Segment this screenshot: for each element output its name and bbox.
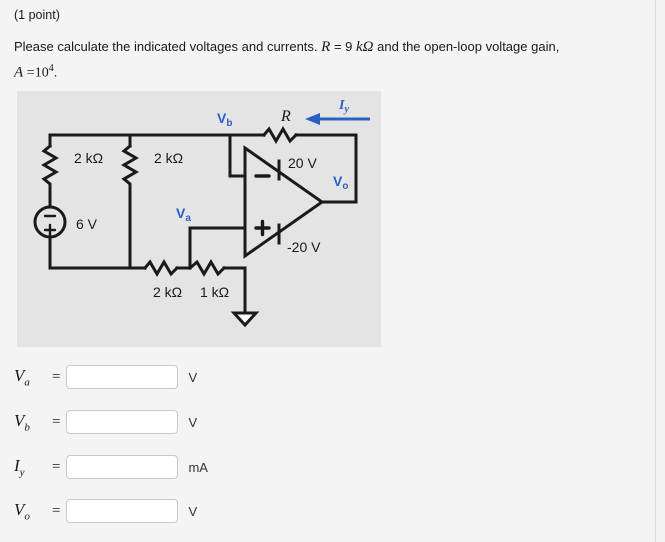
answer-label-iy: Iy (14, 455, 25, 479)
circuit-diagram-panel: 2 kΩ 2 kΩ 2 kΩ 1 kΩ 6 V 20 V -20 V R Vb … (17, 91, 381, 347)
prompt-text-part1: Please calculate the indicated voltages … (14, 39, 318, 54)
circuit-schematic: 2 kΩ 2 kΩ 2 kΩ 1 kΩ 6 V 20 V -20 V R Vb … (33, 98, 370, 328)
resistor-mid-2k-zigzag (121, 143, 139, 193)
prompt-A-symbol: A (14, 64, 24, 81)
resistor-bottom-1k-zigzag (187, 259, 227, 277)
label-current-iy: Iy (338, 98, 349, 115)
source-plus-icon (43, 223, 57, 237)
label-node-vo: Vo (333, 173, 348, 192)
prompt-A-equals: = (26, 65, 35, 81)
current-arrow-iy-icon (305, 113, 370, 125)
prompt-text-part2: and the open-loop voltage gain, (377, 39, 560, 54)
question-prompt: Please calculate the indicated voltages … (14, 36, 639, 83)
prompt-R-symbol: R (321, 39, 331, 55)
answer-input-vo[interactable] (66, 499, 179, 523)
answer-row-vo: Vo = V (14, 498, 197, 524)
label-resistor-mid-2k: 2 kΩ (154, 150, 183, 166)
label-resistor-bottom-1k: 1 kΩ (200, 284, 229, 300)
prompt-A-base: 10 (34, 65, 49, 81)
prompt-A-exponent: 4 (48, 63, 54, 74)
points-label: (1 point) (14, 8, 60, 22)
answer-unit-va: V (188, 369, 198, 385)
answer-input-vb[interactable] (66, 410, 179, 434)
answer-label-va: Va (14, 365, 30, 389)
resistor-R-zigzag (261, 126, 299, 144)
resistor-left-2k-zigzag (41, 143, 59, 193)
label-supply-positive: 20 V (288, 155, 317, 171)
answer-equals-vb: = (52, 413, 61, 430)
label-node-va: Va (176, 205, 191, 224)
answer-equals-va: = (52, 368, 61, 385)
resistor-bottom-2k-zigzag (142, 259, 180, 277)
answer-input-iy[interactable] (66, 455, 179, 479)
prompt-A-period: . (53, 64, 58, 80)
ground-arrow-icon (230, 311, 260, 328)
answer-equals-iy: = (52, 458, 61, 475)
answer-input-va[interactable] (66, 365, 179, 389)
answer-unit-vb: V (188, 414, 198, 430)
opamp-plus-icon (254, 219, 271, 237)
prompt-R-unit: kΩ (356, 39, 374, 55)
answer-label-vo: Vo (14, 499, 30, 523)
answer-row-va: Va = V (14, 364, 197, 390)
label-feedback-resistor-R: R (280, 108, 291, 125)
answer-equals-vo: = (52, 502, 61, 519)
label-resistor-bottom-2k: 2 kΩ (153, 284, 182, 300)
label-resistor-left-2k: 2 kΩ (74, 150, 103, 166)
answer-row-vb: Vb = V (14, 409, 197, 435)
label-node-vb: Vb (217, 110, 232, 129)
answer-unit-iy: mA (188, 459, 208, 475)
answer-row-iy: Iy = mA (14, 454, 208, 480)
answer-label-vb: Vb (14, 410, 30, 434)
opamp-triangle (243, 145, 325, 259)
label-voltage-source: 6 V (76, 216, 98, 232)
prompt-R-equals: = 9 (333, 39, 353, 54)
label-supply-negative: -20 V (287, 239, 321, 255)
answer-unit-vo: V (188, 503, 198, 519)
